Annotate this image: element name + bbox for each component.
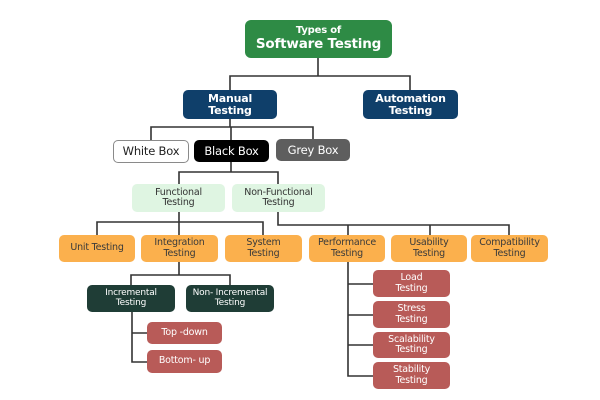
node-stability-testing: Stability Testing <box>373 362 450 389</box>
node-compatibility-testing: Compatibility Testing <box>471 235 548 262</box>
node-performance-testing: Performance Testing <box>309 235 385 262</box>
node-stress-testing: Stress Testing <box>373 301 450 328</box>
root-title-line2: Software Testing <box>255 36 382 53</box>
node-integration-testing: Integration Testing <box>141 235 218 262</box>
connector-functional-children <box>96 212 264 235</box>
connector-performance-children <box>347 262 373 377</box>
node-incremental-testing: Incremental Testing <box>87 285 175 312</box>
node-functional-testing: Functional Testing <box>132 184 225 212</box>
node-scalability-testing: Scalability Testing <box>373 332 450 358</box>
connector-root-level1 <box>229 58 411 90</box>
root-node-types-of-software-testing: Types of Software Testing <box>245 20 392 58</box>
root-title-line1: Types of <box>295 25 342 37</box>
node-white-box: White Box <box>113 140 189 163</box>
node-manual-testing: Manual Testing <box>183 90 277 119</box>
node-non-functional-testing: Non-Functional Testing <box>232 184 325 212</box>
node-load-testing: Load Testing <box>373 270 450 297</box>
node-automation-testing: Automation Testing <box>363 90 458 119</box>
connector-incremental-children <box>131 312 147 363</box>
connector-manual-boxtypes <box>150 119 314 140</box>
node-black-box: Black Box <box>194 140 269 162</box>
node-system-testing: System Testing <box>225 235 302 262</box>
node-bottom-up: Bottom- up <box>147 350 222 373</box>
connector-nonfunctional-children <box>277 212 510 235</box>
node-non-incremental-testing: Non- Incremental Testing <box>186 285 274 312</box>
connector-integration-children <box>130 262 231 285</box>
node-unit-testing: Unit Testing <box>59 235 135 262</box>
node-grey-box: Grey Box <box>276 139 350 161</box>
node-top-down: Top -down <box>147 322 222 344</box>
connector-blackbox-children <box>178 162 279 184</box>
node-usability-testing: Usability Testing <box>391 235 467 262</box>
